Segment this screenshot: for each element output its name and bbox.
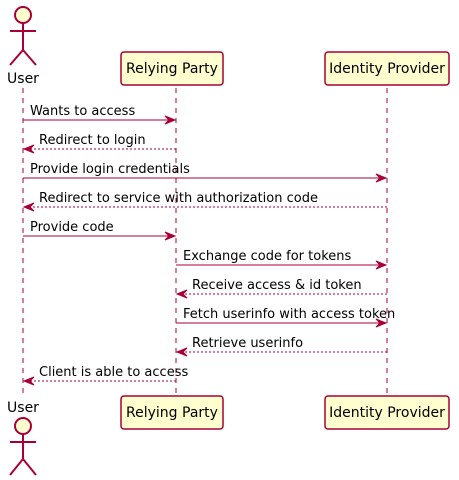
participant-label-user: User (7, 400, 39, 416)
participant-identity-provider-top: Identity Provider (324, 51, 450, 86)
arrowhead-icon (175, 289, 188, 299)
message-label: Provide code (30, 220, 114, 235)
message-label: Client is able to access (39, 365, 188, 380)
arrowhead-icon (375, 173, 388, 183)
participant-box (120, 395, 224, 430)
participant-box (324, 395, 450, 430)
arrowhead-icon (375, 260, 388, 270)
message: Retrieve userinfo (175, 336, 387, 357)
actor-user-bottom: User (7, 400, 39, 476)
message-label: Redirect to service with authorization c… (39, 191, 318, 206)
message-label: Wants to access (30, 104, 135, 119)
actor-icon (9, 6, 37, 66)
message: Exchange code for tokens (176, 249, 388, 270)
message-label: Fetch userinfo with access token (183, 307, 395, 322)
message-label: Exchange code for tokens (183, 249, 351, 264)
arrowhead-icon (164, 231, 177, 241)
message: Wants to access (23, 104, 177, 125)
arrowhead-icon (22, 202, 35, 212)
arrowhead-icon (175, 347, 188, 357)
message: Fetch userinfo with access token (176, 307, 395, 328)
message: Redirect to login (22, 133, 176, 154)
message-label: Redirect to login (39, 133, 146, 148)
arrowhead-icon (22, 376, 35, 386)
message-label: Receive access & id token (192, 278, 362, 293)
participant-label-user: User (7, 71, 39, 87)
arrowhead-icon (375, 318, 388, 328)
message-label: Provide login credentials (30, 162, 190, 177)
message: Provide code (23, 220, 177, 241)
participant-label-relying-party: Relying Party (126, 405, 218, 421)
arrowhead-icon (164, 115, 177, 125)
actor-user-top: User (7, 6, 39, 87)
participant-label-identity-provider: Identity Provider (329, 61, 445, 77)
participant-relying-party-bottom: Relying Party (120, 395, 224, 430)
participant-label-relying-party: Relying Party (126, 61, 218, 77)
participant-relying-party-top: Relying Party (120, 51, 224, 86)
participant-label-identity-provider: Identity Provider (329, 405, 445, 421)
message: Redirect to service with authorization c… (22, 191, 387, 212)
participant-box (120, 51, 224, 86)
arrowhead-icon (22, 144, 35, 154)
message-label: Retrieve userinfo (192, 336, 303, 351)
participant-box (324, 51, 450, 86)
message: Receive access & id token (175, 278, 387, 299)
actor-icon (9, 417, 37, 476)
message: Client is able to access (22, 365, 188, 386)
message: Provide login credentials (23, 162, 388, 183)
participant-identity-provider-bottom: Identity Provider (324, 395, 450, 430)
